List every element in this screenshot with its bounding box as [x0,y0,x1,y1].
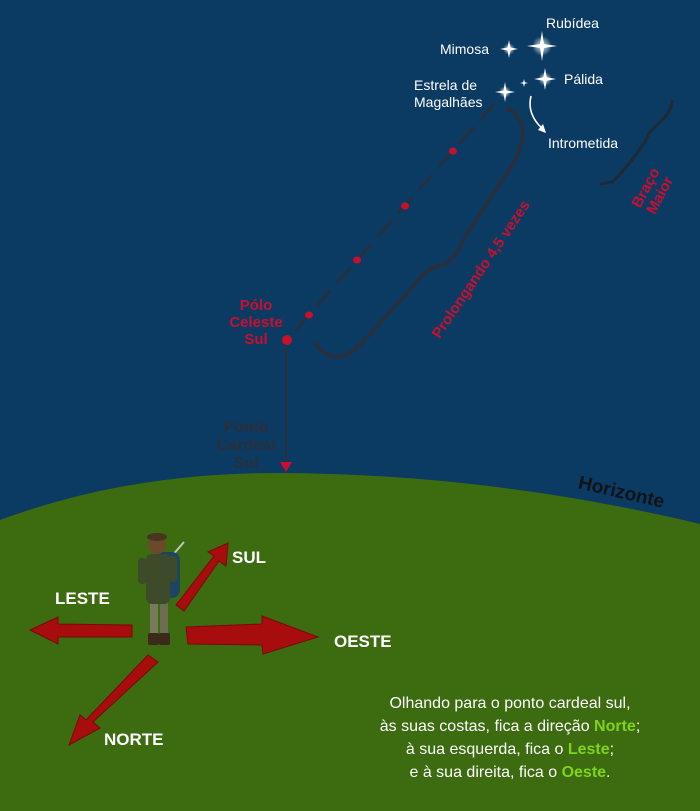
caption-line2-end: ; [635,718,641,735]
caption-line3-end: ; [609,741,615,758]
caption-line2-text: às suas costas, fica a direção [379,718,595,735]
prolongation-brace [312,106,525,359]
ponto-label-line1: Ponto [223,419,269,436]
instruction-caption: Olhando para o ponto cardeal sul, às sua… [330,692,690,784]
caption-line4-end: . [606,764,611,781]
caption-norte-highlight: Norte [594,718,636,735]
extension-line [286,103,495,341]
extension-marker [305,311,313,319]
extension-marker [401,202,409,210]
caption-line2: às suas costas, fica a direção Norte; [330,715,690,738]
arrow-oeste-icon [185,615,320,655]
arrow-sul-icon [175,542,229,612]
star-intrometida-icon [520,79,528,87]
extension-markers [305,147,457,319]
label-magalhaes-line1: Estrela de [414,77,477,93]
intrometida-pointer-arrowhead-icon [538,124,546,133]
star-magalhaes-icon [495,82,515,102]
label-rubidea: Rubídea [546,15,599,31]
caption-line3: à sua esquerda, fica o Leste; [330,738,690,761]
polo-label-line2: Celeste [229,314,282,331]
label-sul: SUL [232,548,266,567]
label-magalhaes-line2: Magalhães [414,94,483,110]
hiker-icon [138,533,185,645]
label-norte: NORTE [104,730,164,749]
caption-leste-highlight: Leste [567,741,610,758]
caption-line1: Olhando para o ponto cardeal sul, [389,695,631,712]
label-oeste: OESTE [334,632,392,651]
extension-marker [353,256,361,264]
ponto-label-line2: Cardeal [217,437,276,454]
ponto-label-line3: Sul [234,455,259,472]
caption-oeste-highlight: Oeste [561,764,607,781]
star-palida-icon [534,68,556,90]
arrow-norte-icon [68,654,159,747]
polo-celeste-sul-marker [282,335,292,345]
star-rubidea-icon [527,31,557,61]
braco-maior-bracket [599,99,674,186]
polo-label-line1: Pólo [240,297,273,314]
ponto-cardeal-arrowhead-icon [280,462,292,472]
label-mimosa: Mimosa [440,41,489,57]
label-palida: Pálida [564,71,603,87]
polo-label-line3: Sul [244,331,267,348]
arrow-leste-icon [28,616,133,645]
direction-arrows [28,542,320,747]
extension-marker [449,147,457,155]
caption-line4-text: e à sua direita, fica o [409,764,562,781]
star-mimosa-icon [500,40,518,58]
caption-line4: e à sua direita, fica o Oeste. [330,761,690,784]
label-leste: LESTE [55,589,110,608]
caption-line3-text: à sua esquerda, fica o [405,741,568,758]
label-intrometida: Intrometida [548,135,618,151]
